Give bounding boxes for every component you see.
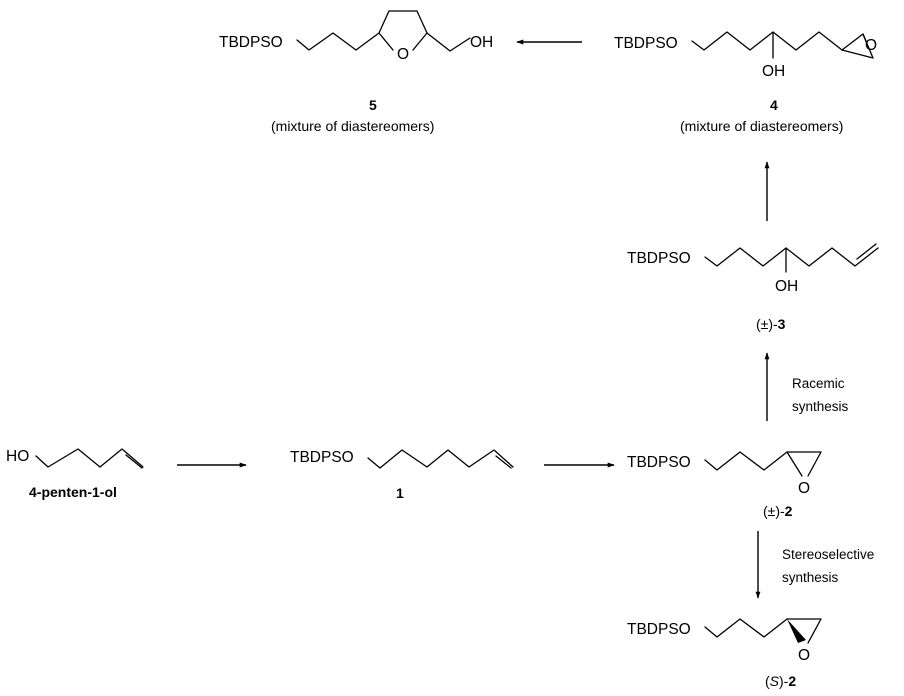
tbdpso-label-4: TBDPSO [614, 35, 678, 52]
wedge-bond-s2 [787, 619, 806, 643]
chain-4 [691, 31, 843, 51]
chain-5 [296, 32, 380, 51]
ch2oh-bond-5 [426, 32, 471, 52]
label-racemic-3: (±)-3 [756, 316, 786, 332]
oh-label-4: OH [762, 63, 785, 80]
epoxide-4-o-bond [862, 33, 868, 45]
tbdpso-label-5: TBDPSO [219, 34, 283, 51]
compound-5: TBDPSO O OH 5 (mixture of diastereomers) [219, 10, 493, 134]
chain-3 [704, 247, 879, 267]
compound-1: TBDPSO 1 [290, 449, 514, 501]
tbdpso-label-2: TBDPSO [627, 454, 691, 471]
chain-s2 [704, 618, 788, 638]
tbdpso-label-3: TBDPSO [627, 250, 691, 267]
double-bond-3 [856, 243, 877, 260]
epoxide-2 [786, 451, 822, 477]
tbdpso-label-s2: TBDPSO [627, 621, 691, 638]
label-s-2: (S)-2 [765, 673, 796, 689]
compound-4-penten-1-ol: HO 4-penten-1-ol [6, 448, 144, 500]
oh-label-3: OH [775, 278, 798, 295]
compound-racemic-2: TBDPSO O (±)-2 [627, 451, 822, 519]
ho-label: HO [6, 448, 29, 465]
note-5: (mixture of diastereomers) [271, 118, 434, 134]
pentenol-chain [35, 448, 144, 468]
tbdpso-label-1: TBDPSO [290, 449, 354, 466]
racemic-label-2: synthesis [792, 399, 849, 414]
note-4: (mixture of diastereomers) [680, 118, 843, 134]
compound-4: TBDPSO O OH 4 (mixture of diastereomers) [614, 31, 877, 134]
racemic-label: Racemic [792, 376, 845, 391]
double-bond-1 [495, 455, 512, 469]
stereo-label-2: synthesis [782, 570, 839, 585]
epoxide-o-4: O [865, 37, 877, 54]
thf-o-5: O [397, 46, 409, 63]
pentenol-name: 4-penten-1-ol [29, 484, 117, 500]
id-5: 5 [369, 97, 377, 113]
compound-racemic-3: TBDPSO OH (±)-3 [627, 243, 879, 332]
chain-2 [704, 451, 788, 471]
compound-s-2: TBDPSO O (S)-2 [627, 618, 822, 689]
id-4: 4 [770, 97, 778, 113]
epoxide-s2 [786, 618, 822, 644]
epoxide-o-2: O [798, 480, 810, 497]
id-1: 1 [396, 485, 404, 501]
oh-label-5: OH [470, 34, 493, 51]
thf-ring-5 [378, 10, 428, 51]
pentenol-double-bond [125, 454, 143, 469]
stereo-label: Stereoselective [782, 547, 874, 562]
chain-1 [367, 449, 514, 469]
label-racemic-2: (±)-2 [763, 503, 793, 519]
epoxide-o-s2: O [798, 647, 810, 664]
